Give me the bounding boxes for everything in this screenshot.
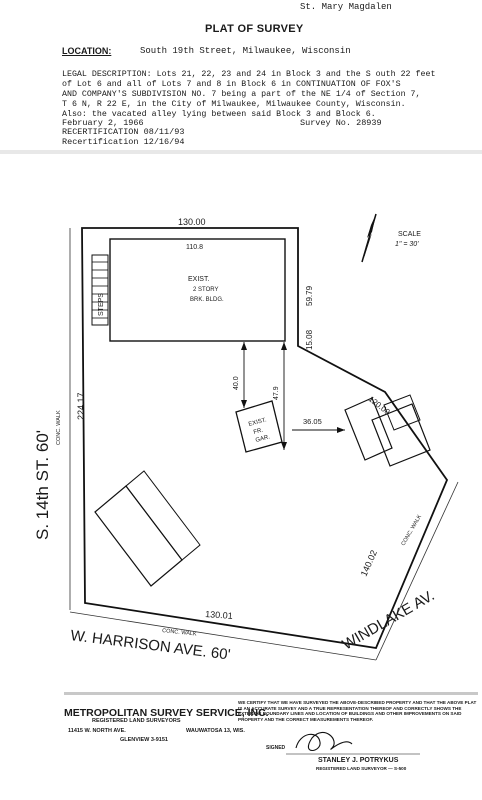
dim-right-top: 59.79 <box>305 285 314 306</box>
signed-label: SIGNED <box>266 745 286 751</box>
bldg-label-3: BRK. BLDG. <box>190 297 224 303</box>
street-right: WINDLAKE AV. <box>340 587 438 653</box>
lower-building <box>94 485 183 587</box>
dim-15: 15.08 <box>305 329 314 350</box>
survey-date: February 2, 1966 <box>62 118 144 128</box>
walk-bottom: CONC. WALK <box>162 628 197 638</box>
dim-40: 40.0 <box>233 376 240 390</box>
dim-36: 36.05 <box>303 417 322 426</box>
right-building-1 <box>344 397 393 461</box>
certification-text: WE CERTIFY THAT WE HAVE SURVEYED THE ABO… <box>238 700 477 722</box>
garage-label-1: EXIST. <box>248 417 268 428</box>
registered-label: REGISTERED LAND SURVEYORS <box>92 718 181 724</box>
location-text: South 19th Street, Milwaukee, Wisconsin <box>140 46 351 56</box>
surveyor-name: STANLEY J. POTRYKUS <box>318 757 399 764</box>
walk-right: CONC. WALK <box>401 514 424 547</box>
north-arrow-icon <box>361 213 377 263</box>
dim-windlake: 140.02 <box>359 549 379 578</box>
property-boundary <box>81 227 449 649</box>
walk-left: CONC. WALK <box>56 410 62 445</box>
garage-label-3: GAR. <box>255 434 271 444</box>
scale-label: SCALE <box>398 231 421 238</box>
recertification-2: Recertification 12/16/94 <box>62 137 185 147</box>
dim-left: 224.17 <box>76 392 86 420</box>
signature <box>295 731 353 752</box>
main-building <box>109 238 286 342</box>
company-name: METROPOLITAN SURVEY SERVICE, INC. <box>64 707 269 719</box>
right-building-3 <box>383 394 421 431</box>
company-phone: GLENVIEW 3-9151 <box>120 737 168 743</box>
legal-description: LEGAL DESCRIPTION: Lots 21, 22, 23 and 2… <box>62 70 436 119</box>
surveyor-title: REGISTERED LAND SURVEYOR — S-500 <box>316 766 407 771</box>
street-left: S. 14th ST. 60' <box>33 430 52 540</box>
scale-value: 1" = 30' <box>395 241 419 248</box>
company-city: WAUWATOSA 13, WIS. <box>186 728 245 734</box>
steps-label: STEPS <box>98 293 105 316</box>
dim-47: 47.9 <box>273 386 280 400</box>
document-title: PLAT OF SURVEY <box>205 23 304 35</box>
garage <box>235 400 283 453</box>
right-building-2 <box>371 403 431 467</box>
street-bottom: W. HARRISON AVE. 60' <box>70 627 232 664</box>
bldg-label-2: 2 STORY <box>193 287 218 293</box>
dim-bottom: 130.01 <box>205 609 233 621</box>
bldg-label-1: EXIST. <box>188 276 209 283</box>
survey-number: Survey No. 28939 <box>300 118 382 128</box>
location-label: LOCATION: <box>62 46 112 56</box>
dim-110: 110.8 <box>186 244 203 251</box>
garage-label-2: FR. <box>253 428 264 436</box>
top-note: St. Mary Magdalen <box>300 2 392 12</box>
company-address: 11415 W. NORTH AVE. <box>68 728 126 734</box>
recertification-1: RECERTIFICATION 08/11/93 <box>62 127 185 137</box>
dim-top: 130.00 <box>178 217 206 227</box>
